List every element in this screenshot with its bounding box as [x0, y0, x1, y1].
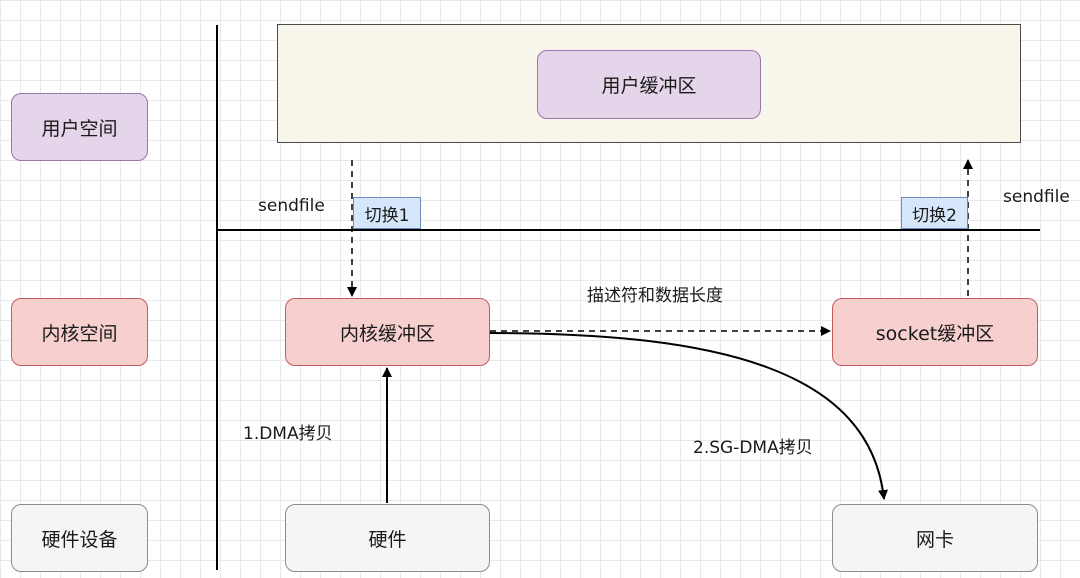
sendfile-label-left: sendfile: [258, 196, 325, 216]
sg-dma-copy-arrow: [489, 332, 888, 500]
switch-2-tag: 切换2: [901, 197, 968, 229]
dma-copy-label: 1.DMA拷贝: [243, 424, 333, 444]
switch-1-tag: 切换1: [353, 197, 421, 229]
row-label-hardware-device: 硬件设备: [11, 504, 148, 572]
user-buffer-box: 用户缓冲区: [537, 50, 761, 119]
row-label-kernel-space: 内核空间: [11, 298, 148, 366]
kernel-buffer-box: 内核缓冲区: [285, 298, 490, 366]
row-label-user-space: 用户空间: [11, 93, 148, 161]
socket-buffer-box: socket缓冲区: [832, 298, 1038, 366]
nic-box: 网卡: [832, 504, 1038, 572]
sendfile-label-right: sendfile: [1003, 187, 1070, 207]
hardware-box: 硬件: [285, 504, 490, 572]
descriptor-length-label: 描述符和数据长度: [587, 286, 723, 306]
sg-dma-copy-label: 2.SG-DMA拷贝: [693, 438, 813, 458]
